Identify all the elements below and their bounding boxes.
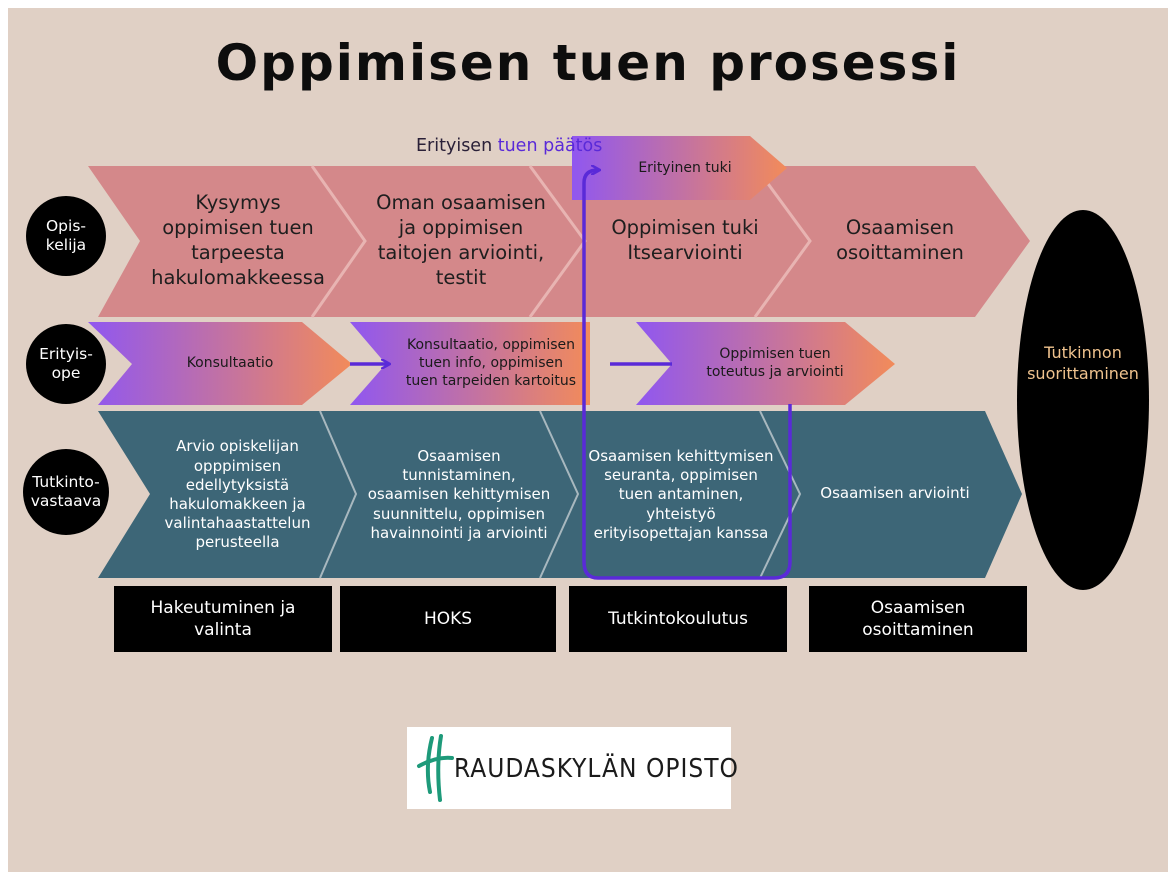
responsible-step-3: Osaamisen kehittymisen seuranta, oppimis… bbox=[588, 447, 774, 542]
responsible-role-circle bbox=[23, 449, 109, 535]
teacher-role-circle bbox=[26, 324, 106, 404]
responsible-chevron-1 bbox=[98, 411, 356, 578]
decision-label-part2: tuen päätös bbox=[497, 136, 603, 156]
special-support-label: Erityinen tuki bbox=[638, 160, 732, 177]
responsible-chevron-4 bbox=[760, 411, 1022, 578]
teacher-arrow-2 bbox=[350, 322, 590, 405]
responsible-step-2: Osaamisen tunnistaminen, osaamisen kehit… bbox=[367, 447, 551, 542]
student-step-2: Oman osaamisen ja oppimisen taitojen arv… bbox=[376, 191, 546, 289]
logo-box bbox=[407, 727, 731, 809]
special-support-arrow bbox=[572, 136, 787, 200]
responsible-chevron-3 bbox=[540, 411, 800, 578]
decision-label: Erityisen tuen päätös bbox=[416, 136, 602, 156]
student-role-circle bbox=[26, 196, 106, 276]
decision-label-part1: Erityisen bbox=[416, 136, 498, 156]
phase-tutkintokoulutus: Tutkintokoulutus bbox=[569, 586, 787, 652]
role-label-student: Opis- kelija bbox=[45, 216, 87, 254]
page-title: Oppimisen tuen prosessi bbox=[215, 34, 961, 92]
student-step-1: Kysymys oppimisen tuen tarpeesta hakulom… bbox=[151, 191, 325, 289]
responsible-step-4: Osaamisen arviointi bbox=[820, 484, 970, 503]
student-chevron-4 bbox=[755, 166, 1030, 317]
responsible-step-1: Arvio opiskelijan opppimisen edellytyksi… bbox=[164, 437, 311, 552]
teacher-arrow-3 bbox=[636, 322, 895, 405]
student-chevron-2 bbox=[312, 166, 585, 317]
role-label-responsible: Tutkinto- vastaava bbox=[30, 472, 102, 510]
student-step-4: Osaamisen osoittaminen bbox=[836, 216, 964, 264]
student-chevron-1 bbox=[88, 166, 365, 317]
goal-ellipse bbox=[1017, 210, 1149, 590]
logo-text: RAUDASKYLÄN OPISTO bbox=[454, 754, 739, 784]
goal-label: Tutkinnon suorittaminen bbox=[1027, 343, 1139, 384]
teacher-arrow-1 bbox=[88, 322, 352, 405]
teacher-step-1: Konsultaatio bbox=[186, 355, 274, 372]
support-loop-line bbox=[582, 170, 792, 580]
student-chevron-3 bbox=[530, 166, 810, 317]
student-step-3: Oppimisen tuki Itsearviointi bbox=[611, 216, 759, 264]
phase-hoks: HOKS bbox=[340, 586, 556, 652]
phase-hakeutuminen: Hakeutuminen ja valinta bbox=[114, 586, 332, 652]
role-label-teacher: Erityis- ope bbox=[39, 344, 93, 382]
responsible-dividers bbox=[319, 410, 802, 579]
teacher-step-3: Oppimisen tuen toteutus ja arviointi bbox=[706, 346, 844, 380]
phase-osaamisen-osoittaminen: Osaamisen osoittaminen bbox=[809, 586, 1027, 652]
teacher-step-2: Konsultaatio, oppimisen tuen info, oppim… bbox=[405, 337, 577, 389]
responsible-chevron-2 bbox=[320, 411, 578, 578]
